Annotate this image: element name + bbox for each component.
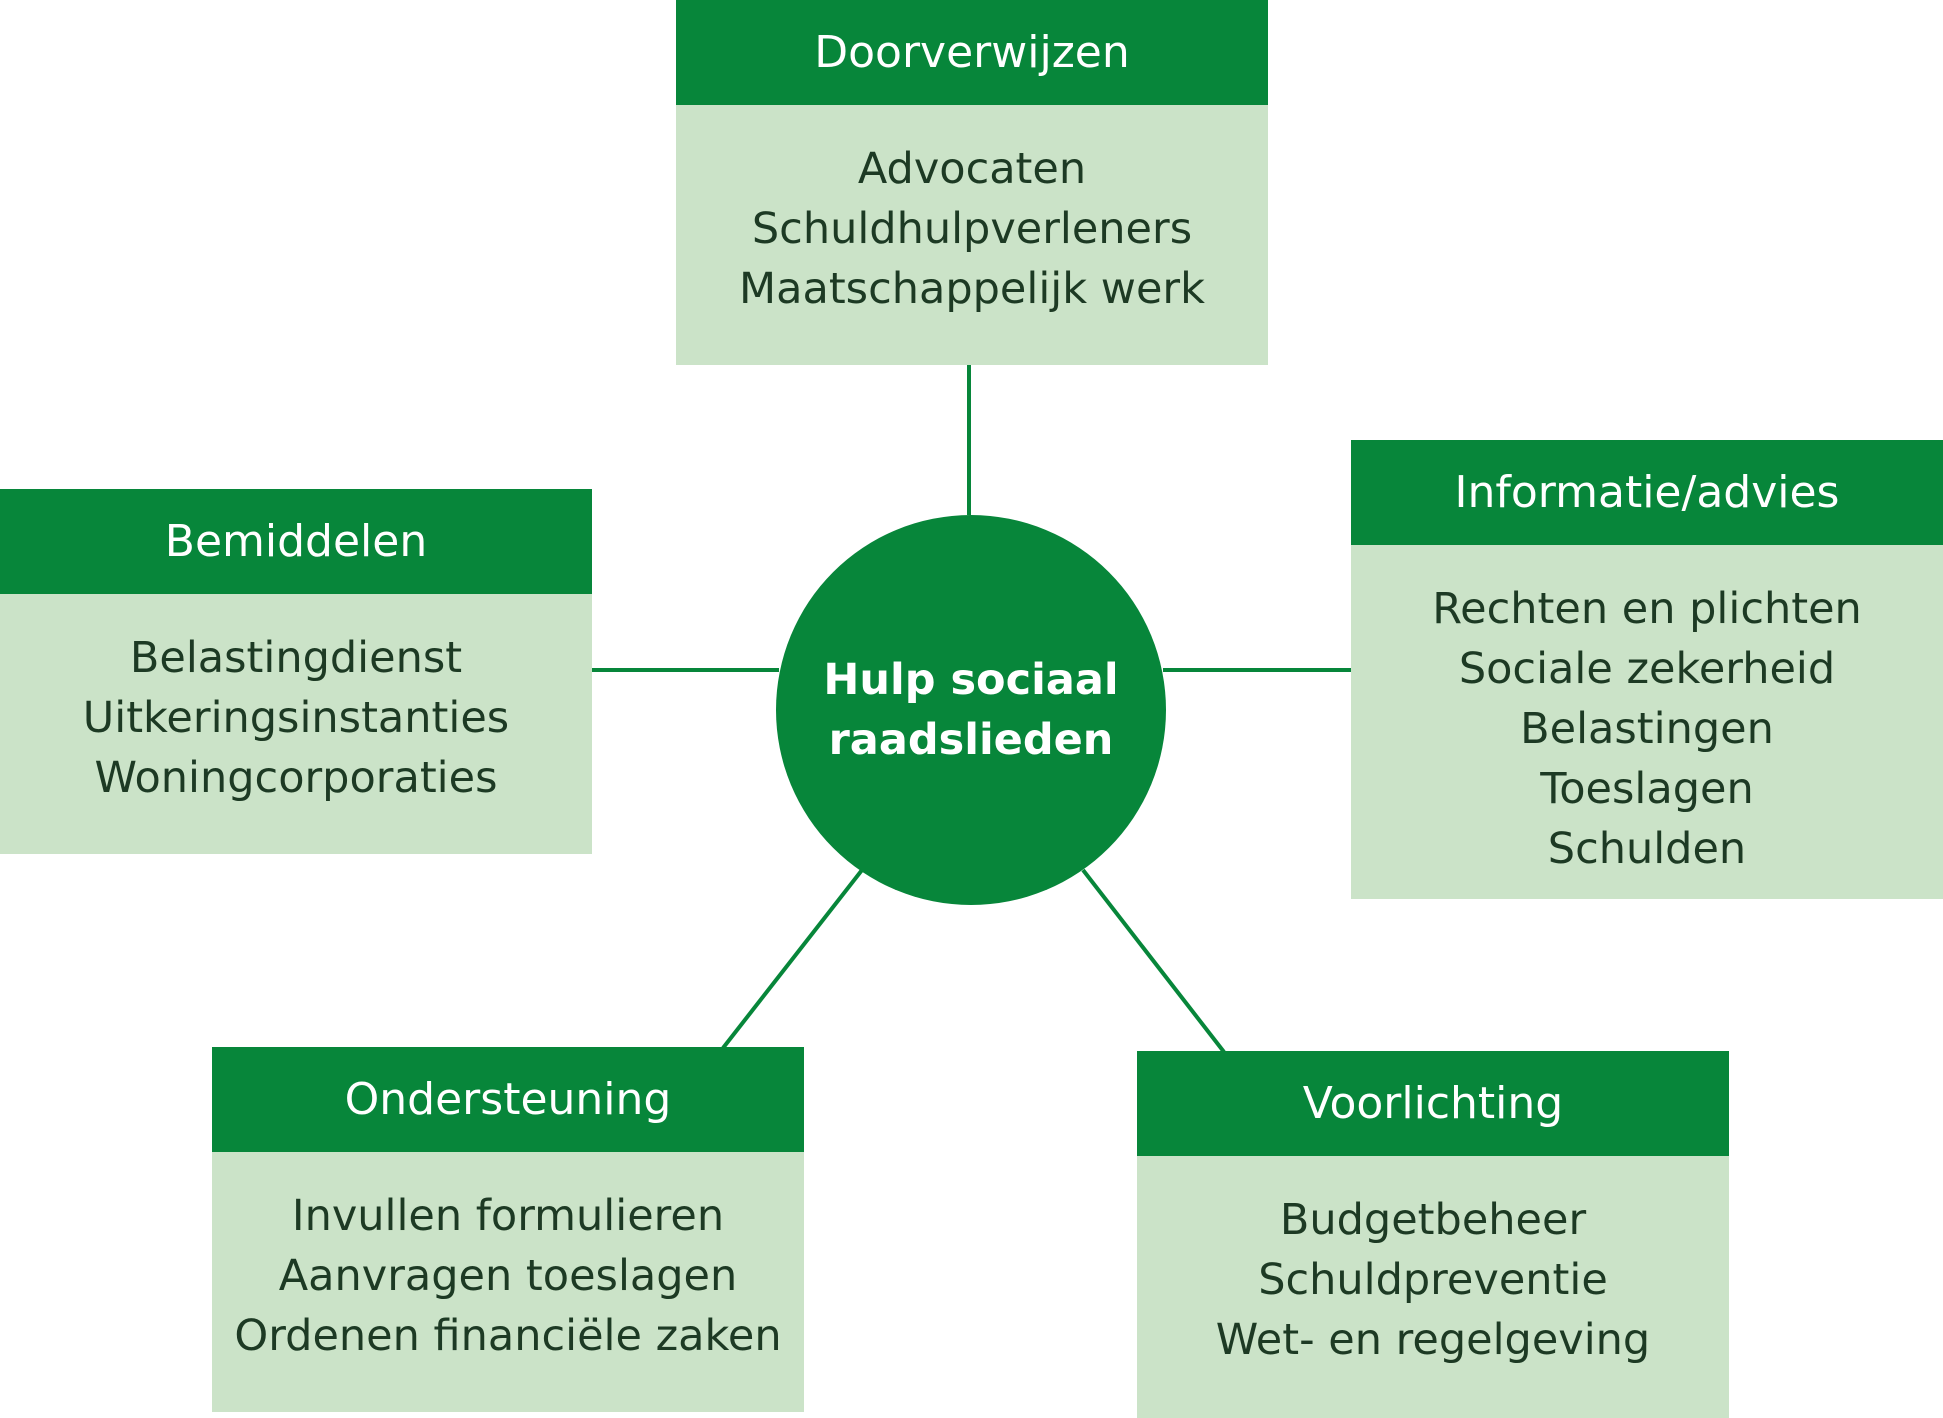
list-item: Budgetbeheer xyxy=(1279,1195,1587,1245)
list-item: Belastingen xyxy=(1520,704,1774,754)
box-ondersteuning-title: Ondersteuning xyxy=(212,1047,804,1152)
list-item: Invullen formulieren xyxy=(291,1191,725,1241)
box-doorverwijzen-title: Doorverwijzen xyxy=(676,0,1268,105)
box-doorverwijzen-items: Advocaten Schuldhulpverleners Maatschapp… xyxy=(676,105,1268,319)
box-informatie-advies: Informatie/advies Rechten en plichten So… xyxy=(1351,440,1943,899)
list-item: Schuldpreventie xyxy=(1258,1255,1608,1305)
list-item: Wet- en regelgeving xyxy=(1215,1315,1651,1365)
box-bemiddelen-title: Bemiddelen xyxy=(0,489,592,594)
box-bemiddelen-items: Belastingdienst Uitkeringsinstanties Won… xyxy=(0,594,592,808)
center-hub-line-2: raadslieden xyxy=(828,715,1114,765)
box-informatie-advies-title: Informatie/advies xyxy=(1351,440,1943,545)
list-item: Schuldhulpverleners xyxy=(751,204,1193,254)
box-voorlichting-items: Budgetbeheer Schuldpreventie Wet- en reg… xyxy=(1137,1156,1729,1370)
box-voorlichting: Voorlichting Budgetbeheer Schuldpreventi… xyxy=(1137,1051,1729,1418)
connector-ondersteuning xyxy=(721,868,864,1050)
connector-voorlichting xyxy=(1081,868,1226,1054)
center-hub: Hulp sociaal raadslieden xyxy=(776,515,1166,905)
list-item: Advocaten xyxy=(857,144,1087,194)
list-item: Ordenen financiële zaken xyxy=(234,1311,782,1361)
box-ondersteuning: Ondersteuning Invullen formulieren Aanvr… xyxy=(212,1047,804,1412)
list-item: Sociale zekerheid xyxy=(1458,644,1836,694)
list-item: Woningcorporaties xyxy=(94,753,498,803)
list-item: Toeslagen xyxy=(1540,764,1754,814)
box-informatie-advies-items: Rechten en plichten Sociale zekerheid Be… xyxy=(1351,545,1943,879)
list-item: Belastingdienst xyxy=(129,633,463,683)
list-item: Maatschappelijk werk xyxy=(739,264,1205,314)
list-item: Aanvragen toeslagen xyxy=(278,1251,738,1301)
box-doorverwijzen: Doorverwijzen Advocaten Schuldhulpverlen… xyxy=(676,0,1268,365)
list-item: Schulden xyxy=(1547,824,1747,874)
box-ondersteuning-items: Invullen formulieren Aanvragen toeslagen… xyxy=(212,1152,804,1366)
list-item: Uitkeringsinstanties xyxy=(82,693,510,743)
list-item: Rechten en plichten xyxy=(1432,584,1862,634)
box-voorlichting-title: Voorlichting xyxy=(1137,1051,1729,1156)
box-bemiddelen: Bemiddelen Belastingdienst Uitkeringsins… xyxy=(0,489,592,854)
center-hub-line-1: Hulp sociaal xyxy=(823,655,1119,705)
